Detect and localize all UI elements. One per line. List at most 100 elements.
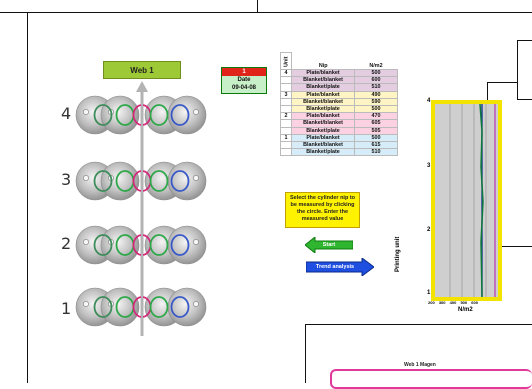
chart-xtick: 600 — [471, 300, 478, 305]
nip-cell[interactable]: Blanket/blanket — [291, 119, 355, 128]
unit-cell — [280, 119, 292, 128]
nip-column-header: Nip — [318, 63, 328, 69]
cylinder — [167, 225, 207, 265]
nip-cell[interactable]: Blanket/plate — [291, 104, 355, 114]
value-cell[interactable]: 510 — [354, 148, 398, 157]
cylinder — [167, 161, 207, 201]
unit-label-3: 3 — [61, 170, 72, 189]
nip-selector[interactable] — [149, 234, 169, 256]
nip-selector[interactable] — [149, 296, 169, 318]
unit-cell — [280, 126, 292, 135]
nip-selector[interactable] — [149, 170, 169, 192]
unit-label-4: 4 — [61, 104, 72, 123]
nip-cell[interactable]: Blanket/blanket — [291, 97, 355, 106]
printing-unit-chart: Printing unit 4 3 2 1 200 300 400 500 60… — [390, 92, 525, 317]
nip-cell[interactable]: Blanket/blanket — [291, 76, 355, 85]
unit-cell — [280, 76, 292, 85]
right-arrow-icon — [305, 257, 375, 277]
cylinder-hub-icon — [193, 239, 199, 245]
chart-plot — [431, 100, 502, 301]
cylinder-hub-icon — [193, 109, 199, 115]
nip-selector[interactable] — [170, 170, 190, 192]
web-selector-button[interactable]: Web 1 — [103, 61, 181, 79]
unit-cell: 3 — [280, 90, 292, 99]
instruction-box: Select the cylinder nip to be measured b… — [285, 192, 360, 228]
date-box-web-number: 1 — [222, 68, 266, 76]
cylinder-hub-icon — [83, 175, 89, 181]
chart-ytick-4: 4 — [427, 98, 431, 104]
bottom-window-title: Web 1 Magen — [404, 362, 436, 368]
cylinder-hub-icon — [83, 301, 89, 307]
nip-selector[interactable] — [93, 170, 113, 192]
trend-analysis-label: Trend analysis — [315, 264, 355, 270]
unit-cell — [280, 83, 292, 92]
cylinder — [167, 287, 207, 327]
cylinder-hub-icon — [83, 239, 89, 245]
date-box: 1 Date 09-04-08 — [221, 67, 267, 94]
cylinder-hub-icon — [83, 109, 89, 115]
nip-selector[interactable] — [93, 296, 113, 318]
nip-cell[interactable]: Plate/blanket — [291, 68, 355, 78]
nip-cell[interactable]: Blanket/plate — [291, 126, 355, 135]
nip-cell[interactable]: Plate/blanket — [291, 90, 355, 99]
nip-cell[interactable]: Plate/blanket — [291, 112, 355, 121]
trend-analysis-button[interactable]: Trend analysis — [305, 257, 375, 277]
chart-xlabel: N/m2 — [458, 307, 473, 313]
unit-column-header: Unit — [280, 52, 292, 70]
value-cell[interactable]: 500 — [354, 68, 398, 78]
chart-xtick: 200 — [428, 300, 435, 305]
nip-cell[interactable]: Blanket/plate — [291, 83, 355, 92]
value-cell[interactable]: 600 — [354, 76, 398, 85]
nip-selector[interactable] — [170, 234, 190, 256]
nip-selector[interactable] — [170, 296, 190, 318]
chart-ytick-2: 2 — [427, 227, 431, 233]
nip-selector[interactable] — [149, 104, 169, 126]
unit-label-1: 1 — [61, 299, 72, 318]
start-button[interactable]: Start — [304, 235, 354, 255]
printing-unit-3 — [75, 161, 207, 201]
unit-cell — [280, 148, 292, 157]
unit-label-2: 2 — [61, 234, 72, 253]
chart-xtick: 500 — [460, 300, 468, 305]
cylinder-hub-icon — [193, 175, 199, 181]
nip-cell[interactable]: Blanket/blanket — [291, 140, 355, 150]
cylinder — [167, 95, 207, 135]
nip-selector[interactable] — [93, 234, 113, 256]
date-label: Date — [237, 77, 251, 83]
nip-cell[interactable]: Plate/blanket — [291, 133, 355, 142]
unit-cell: 2 — [280, 112, 292, 121]
chart-ytick-1: 1 — [427, 290, 431, 296]
date-value: 09-04-08 — [231, 85, 257, 91]
nip-selector[interactable] — [93, 104, 113, 126]
nip-selector[interactable] — [170, 104, 190, 126]
nip-cell[interactable]: Blanket/plate — [291, 148, 355, 157]
printing-unit-4 — [75, 95, 207, 135]
chart-xtick: 400 — [449, 300, 457, 305]
cylinder-hub-icon — [193, 301, 199, 307]
unit-cell — [280, 97, 292, 106]
bottom-window — [305, 324, 532, 383]
unit-cell — [280, 104, 292, 114]
value-cell[interactable]: 510 — [354, 83, 398, 92]
printing-unit-1 — [75, 287, 207, 327]
value-column-header: N/m2 — [369, 63, 383, 69]
unit-cell — [280, 140, 292, 150]
unit-cell: 1 — [280, 133, 292, 142]
start-button-label: Start — [322, 242, 336, 248]
right-edge-window — [517, 40, 532, 100]
chart-xtick: 300 — [438, 300, 446, 305]
